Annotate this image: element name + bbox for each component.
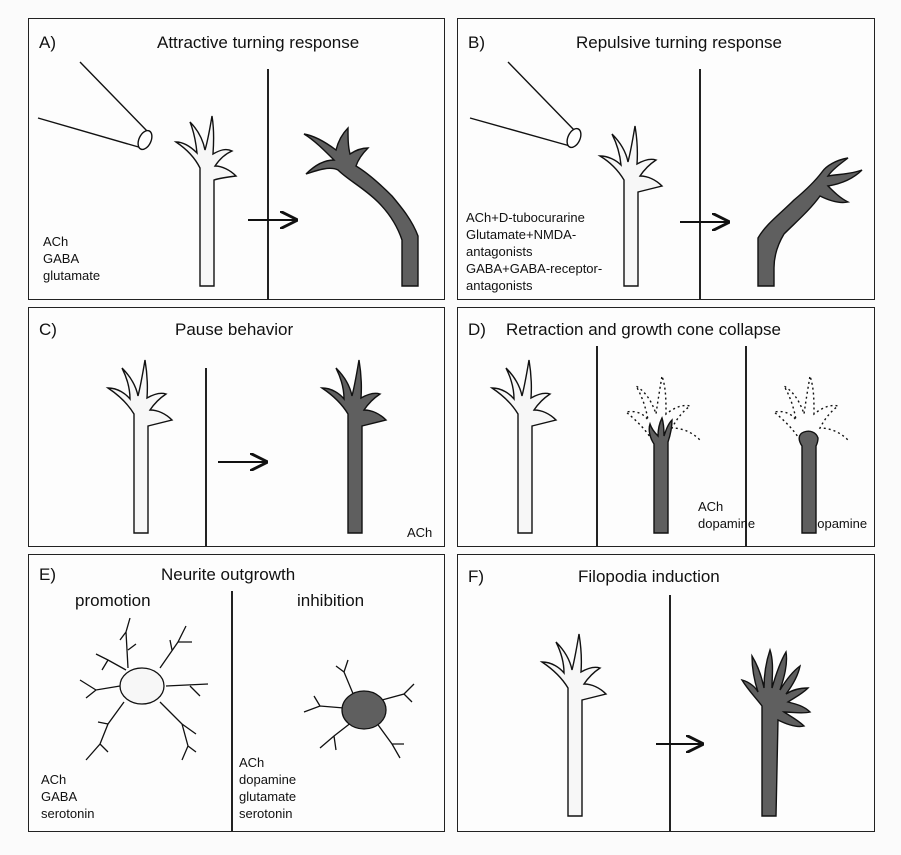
panel-e-agents-right: ACh dopamine glutamate serotonin	[239, 754, 296, 822]
panel-a-agents: ACh GABA glutamate	[43, 233, 100, 284]
panel-e-divider	[231, 591, 233, 831]
panel-a-letter: A)	[39, 33, 56, 53]
agent-label: ACh	[698, 498, 755, 515]
panel-e-sub-right: inhibition	[297, 591, 364, 611]
panel-b-agents: ACh+D-tubocurarine Glutamate+NMDA- antag…	[466, 209, 602, 294]
agent-label: GABA+GABA-receptor-	[466, 260, 602, 277]
panel-a-divider	[267, 69, 269, 299]
panel-f-letter: F)	[468, 567, 484, 587]
agent-label: serotonin	[41, 805, 94, 822]
agent-label: antagonists	[466, 243, 602, 260]
agent-label: ACh	[239, 754, 296, 771]
panel-c-letter: C)	[39, 320, 57, 340]
panel-b-divider	[699, 69, 701, 299]
panel-b-title: Repulsive turning response	[576, 33, 782, 53]
panel-f: F) Filopodia induction	[457, 554, 875, 832]
agent-label: dopamine	[810, 515, 867, 532]
panel-c: C) Pause behavior ACh	[28, 307, 445, 547]
panel-c-title: Pause behavior	[175, 320, 293, 340]
panel-e-title: Neurite outgrowth	[161, 565, 295, 585]
panel-d-agents-right: dopamine	[810, 515, 867, 532]
panel-d-agents-mid: ACh dopamine	[698, 498, 755, 532]
panel-d-title: Retraction and growth cone collapse	[506, 320, 781, 340]
panel-a-title: Attractive turning response	[157, 33, 359, 53]
agent-label: GABA	[41, 788, 94, 805]
agent-label: Glutamate+NMDA-	[466, 226, 602, 243]
agent-label: glutamate	[43, 267, 100, 284]
agent-label: GABA	[43, 250, 100, 267]
panel-c-divider	[205, 368, 207, 546]
agent-label: ACh+D-tubocurarine	[466, 209, 602, 226]
panel-e-sub-left: promotion	[75, 591, 151, 611]
agent-label: antagonists	[466, 277, 602, 294]
panel-a: A) Attractive turning response ACh GABA …	[28, 18, 445, 300]
panel-f-divider	[669, 595, 671, 831]
panel-e: E) Neurite outgrowth promotion inhibitio…	[28, 554, 445, 832]
agent-label: dopamine	[239, 771, 296, 788]
agent-label: dopamine	[698, 515, 755, 532]
panel-d-divider-1	[596, 346, 598, 546]
panel-c-agent: ACh	[407, 524, 432, 541]
panel-e-letter: E)	[39, 565, 56, 585]
panel-f-title: Filopodia induction	[578, 567, 720, 587]
agent-label: ACh	[43, 233, 100, 250]
panel-d: D) Retraction and growth cone collapse A…	[457, 307, 875, 547]
agent-label: ACh	[41, 771, 94, 788]
panel-b: B) Repulsive turning response ACh+D-tubo…	[457, 18, 875, 300]
agent-label: serotonin	[239, 805, 296, 822]
agent-label: glutamate	[239, 788, 296, 805]
panel-e-agents-left: ACh GABA serotonin	[41, 771, 94, 822]
panel-d-letter: D)	[468, 320, 486, 340]
panel-b-letter: B)	[468, 33, 485, 53]
